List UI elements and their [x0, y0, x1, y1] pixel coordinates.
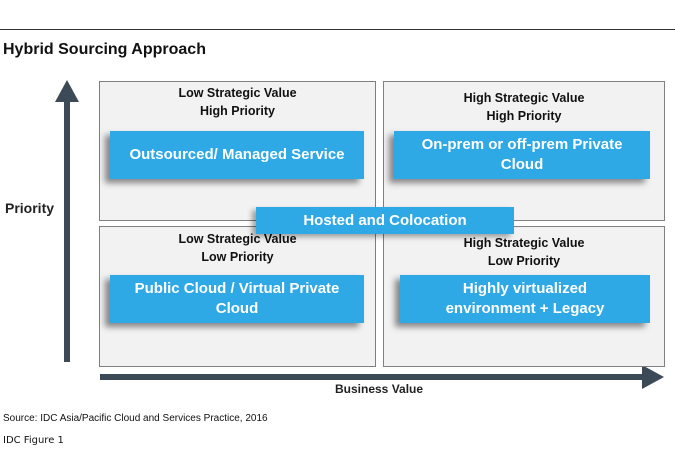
quadrant-top-left-line2: High Priority: [199, 104, 275, 118]
y-axis-label: Priority: [5, 200, 55, 216]
figure-label: IDC Figure 1: [3, 435, 64, 446]
top-rule: [0, 29, 675, 30]
quadrant-bottom-left-line2: Low Priority: [201, 250, 274, 264]
box-outsourced-managed-service: Outsourced/ Managed Service: [110, 131, 364, 179]
box-outsourced-managed-service-text: Outsourced/ Managed Service: [129, 146, 345, 163]
diagram-title: Hybrid Sourcing Approach: [3, 41, 206, 58]
x-axis-label: Business Value: [335, 382, 424, 396]
quadrant-top-right-line1: High Strategic Value: [463, 91, 585, 105]
quadrant-bottom-right-line1: High Strategic Value: [463, 236, 585, 250]
quadrant-top-right-line2: High Priority: [486, 109, 562, 123]
box-private-cloud-line1: On-prem or off-prem Private: [421, 136, 623, 153]
box-private-cloud: On-prem or off-prem Private Cloud: [394, 131, 650, 179]
box-public-cloud-line1: Public Cloud / Virtual Private: [134, 280, 340, 297]
source-note: Source: IDC Asia/Pacific Cloud and Servi…: [3, 413, 268, 424]
box-virtualized-legacy: Highly virtualized environment + Legacy: [400, 275, 650, 323]
box-public-cloud-line2: Cloud: [215, 300, 259, 317]
quadrant-bottom-right-line2: Low Priority: [487, 254, 561, 268]
box-virtualized-legacy-line2: environment + Legacy: [445, 300, 605, 317]
box-public-cloud: Public Cloud / Virtual Private Cloud: [110, 275, 364, 323]
box-hosted-colocation-text: Hosted and Colocation: [303, 211, 467, 229]
quadrant-top-left-line1: Low Strategic Value: [178, 86, 297, 100]
box-hosted-colocation: Hosted and Colocation: [256, 207, 514, 234]
box-private-cloud-line2: Cloud: [500, 156, 544, 173]
y-axis-arrow-head: [55, 80, 79, 102]
x-axis-arrow-head: [642, 365, 664, 389]
box-virtualized-legacy-line1: Highly virtualized: [462, 280, 588, 297]
quadrant-bottom-left-line1: Low Strategic Value: [178, 232, 297, 246]
